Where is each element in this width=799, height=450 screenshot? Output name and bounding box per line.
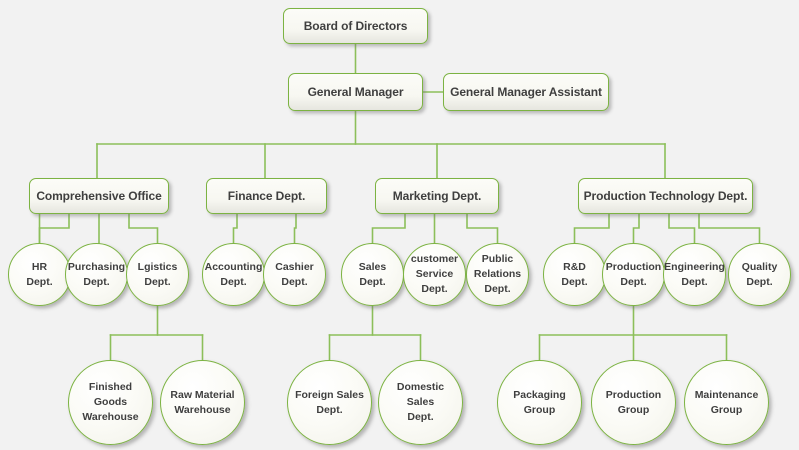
org-node-label: Maintenance Group <box>694 388 759 416</box>
org-node-packaging_group[interactable]: Packaging Group <box>497 360 582 445</box>
org-node-label: Lgistics Dept. <box>137 260 178 288</box>
org-node-label: Cashier Dept. <box>275 260 314 288</box>
org-node-quality_dept[interactable]: Quality Dept. <box>728 243 791 306</box>
org-node-label: Public Relations Dept. <box>473 253 522 295</box>
org-node-gm[interactable]: General Manager <box>288 73 423 111</box>
org-node-foreign_sales_dept[interactable]: Foreign Sales Dept. <box>287 360 372 445</box>
org-node-maintenance_group[interactable]: Maintenance Group <box>684 360 769 445</box>
org-node-label: General Manager Assistant <box>450 85 602 99</box>
connector-line <box>371 213 406 244</box>
org-node-label: Production Dept. <box>605 260 662 288</box>
org-node-label: Finance Dept. <box>227 189 306 203</box>
connector-line <box>668 213 696 244</box>
org-node-label: Quality Dept. <box>741 260 778 288</box>
org-node-production_group[interactable]: Production Group <box>591 360 676 445</box>
org-node-hr_dept[interactable]: HR Dept. <box>8 243 71 306</box>
org-node-label: Finished Goods Warehouse <box>82 381 139 423</box>
org-node-label: Production Technology Dept. <box>583 189 748 203</box>
org-node-marketing_dept[interactable]: Marketing Dept. <box>375 178 499 214</box>
org-node-customer_service_dept[interactable]: customer Service Dept. <box>403 243 466 306</box>
connector-line <box>573 213 610 244</box>
org-node-label: Purchasing Dept. <box>67 260 126 288</box>
org-node-label: Marketing Dept. <box>392 189 482 203</box>
org-node-finished_goods_warehouse[interactable]: Finished Goods Warehouse <box>68 360 153 445</box>
org-node-label: R&D Dept. <box>561 260 588 288</box>
org-node-label: Packaging Group <box>513 388 566 416</box>
connector-line <box>466 213 499 244</box>
org-node-label: Board of Directors <box>303 19 408 33</box>
org-node-cashier_dept[interactable]: Cashier Dept. <box>263 243 326 306</box>
connector-line <box>128 213 159 244</box>
org-node-rd_dept[interactable]: R&D Dept. <box>543 243 606 306</box>
org-node-label: Accounting Dept. <box>204 260 263 288</box>
org-node-finance_dept[interactable]: Finance Dept. <box>206 178 327 214</box>
org-node-purchasing_dept[interactable]: Purchasing Dept. <box>65 243 128 306</box>
connector-line <box>293 213 297 244</box>
org-node-production_tech_dept[interactable]: Production Technology Dept. <box>578 178 753 214</box>
connector-line <box>698 213 761 244</box>
org-node-label: Domestic Sales Dept. <box>396 381 445 423</box>
org-node-accounting_dept[interactable]: Accounting Dept. <box>202 243 265 306</box>
org-node-raw_material_warehouse[interactable]: Raw Material Warehouse <box>160 360 245 445</box>
org-node-board[interactable]: Board of Directors <box>283 8 428 44</box>
connector-line <box>38 213 70 244</box>
org-node-label: Raw Material Warehouse <box>170 388 235 416</box>
org-node-comprehensive_office[interactable]: Comprehensive Office <box>29 178 169 214</box>
org-node-lgistics_dept[interactable]: Lgistics Dept. <box>126 243 189 306</box>
org-node-label: Foreign Sales Dept. <box>295 388 364 416</box>
org-node-label: Production Group <box>605 388 662 416</box>
org-node-domestic_sales_dept[interactable]: Domestic Sales Dept. <box>378 360 463 445</box>
org-node-label: customer Service Dept. <box>410 253 459 295</box>
org-node-label: Comprehensive Office <box>36 189 162 203</box>
connector-line <box>232 213 238 244</box>
org-node-label: HR Dept. <box>26 260 53 288</box>
org-node-public_relations_dept[interactable]: Public Relations Dept. <box>466 243 529 306</box>
connector-line <box>632 213 640 244</box>
org-node-engineering_dept[interactable]: Engineering Dept. <box>663 243 726 306</box>
org-node-label: Engineering Dept. <box>664 260 725 288</box>
org-node-production_dept[interactable]: Production Dept. <box>602 243 665 306</box>
org-node-label: Sales Dept. <box>358 260 387 288</box>
org-node-gm_assistant[interactable]: General Manager Assistant <box>443 73 609 111</box>
org-node-sales_dept[interactable]: Sales Dept. <box>341 243 404 306</box>
org-node-label: General Manager <box>307 85 404 99</box>
